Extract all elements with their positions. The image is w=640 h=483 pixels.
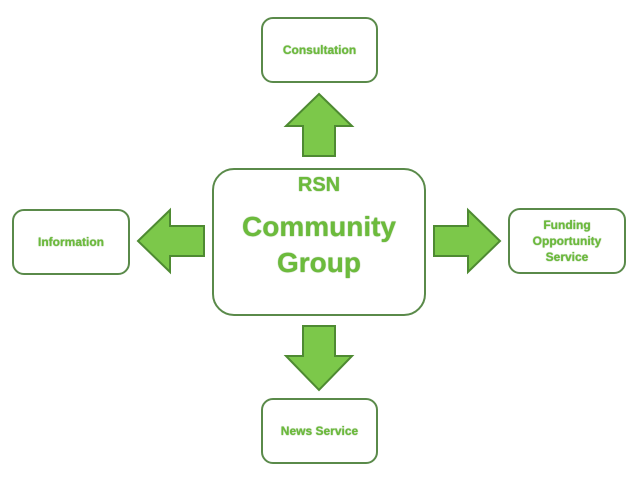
node-right: Funding Opportunity Service xyxy=(508,208,626,274)
arrow-up xyxy=(283,92,355,157)
arrow-right xyxy=(433,207,502,275)
center-node: RSN Community Group xyxy=(212,168,426,316)
node-top: Consultation xyxy=(261,17,378,83)
center-label-main: Community Group xyxy=(242,211,396,279)
center-label-top: RSN xyxy=(297,174,341,196)
node-bottom-label: News Service xyxy=(280,423,359,438)
arrow-left xyxy=(136,207,205,275)
node-top-label: Consultation xyxy=(282,42,357,57)
node-left-label: Information xyxy=(38,234,104,249)
node-bottom: News Service xyxy=(261,398,378,464)
arrow-down xyxy=(283,325,355,392)
node-left: Information xyxy=(12,209,130,275)
node-right-label: Funding Opportunity Service xyxy=(532,217,602,265)
